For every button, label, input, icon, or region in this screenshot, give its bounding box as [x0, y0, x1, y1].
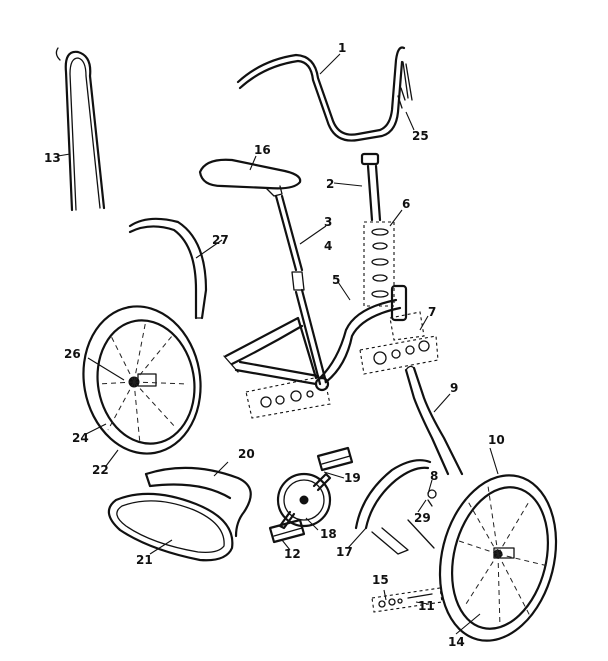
chain-guard	[144, 466, 252, 538]
front-wheel-spokes	[455, 485, 549, 629]
callout-3: 3	[324, 215, 332, 229]
frame	[223, 284, 408, 392]
callout-9: 9	[450, 381, 458, 395]
callout-12: 12	[284, 547, 301, 561]
crank-bearing-parts	[245, 375, 331, 419]
front-fork	[404, 365, 464, 476]
leader-lines	[57, 53, 499, 635]
chain	[107, 492, 234, 562]
callout-24: 24	[72, 431, 89, 445]
callout-14: 14	[448, 635, 465, 649]
callout-26: 26	[64, 347, 81, 361]
headset-bearing-set	[363, 221, 395, 307]
callout-25: 25	[412, 129, 429, 143]
chainring-crank	[276, 472, 332, 530]
callout-16: 16	[254, 143, 271, 157]
rear-fender	[128, 217, 208, 320]
callout-13: 13	[44, 151, 61, 165]
handlebar-grips	[397, 61, 413, 109]
callout-6: 6	[402, 197, 410, 211]
callout-1: 1	[338, 41, 346, 55]
callout-18: 18	[320, 527, 337, 541]
callout-7: 7	[428, 305, 436, 319]
pedal-right	[316, 446, 354, 472]
saddle	[198, 158, 302, 197]
callout-19: 19	[344, 471, 361, 485]
callout-22: 22	[92, 463, 109, 477]
front-fender	[354, 459, 435, 555]
callout-29: 29	[414, 511, 431, 525]
callout-4: 4	[324, 239, 332, 253]
callout-11: 11	[418, 599, 435, 613]
fork-hardware	[427, 489, 437, 507]
callout-27: 27	[212, 233, 229, 247]
callout-8: 8	[430, 469, 438, 483]
seat-post	[274, 194, 305, 291]
callout-15: 15	[372, 573, 389, 587]
callout-5: 5	[332, 273, 340, 287]
pedal-left	[268, 518, 306, 544]
bottom-bracket-parts	[359, 311, 439, 375]
callout-2: 2	[326, 177, 334, 191]
rear-wheel-spokes	[97, 319, 189, 445]
callout-20: 20	[238, 447, 255, 461]
sissy-bar	[55, 47, 106, 212]
handlebar	[236, 46, 406, 142]
callout-labels: 1 2 3 4 5 6 7 8 9 10 11 12 13 14 15 16 1…	[44, 41, 505, 649]
handlebar-stem	[360, 152, 382, 222]
front-axle-hardware	[371, 587, 443, 613]
callout-21: 21	[136, 553, 153, 567]
callout-17: 17	[336, 545, 353, 559]
rear-wheel	[82, 305, 202, 455]
callout-10: 10	[488, 433, 505, 447]
